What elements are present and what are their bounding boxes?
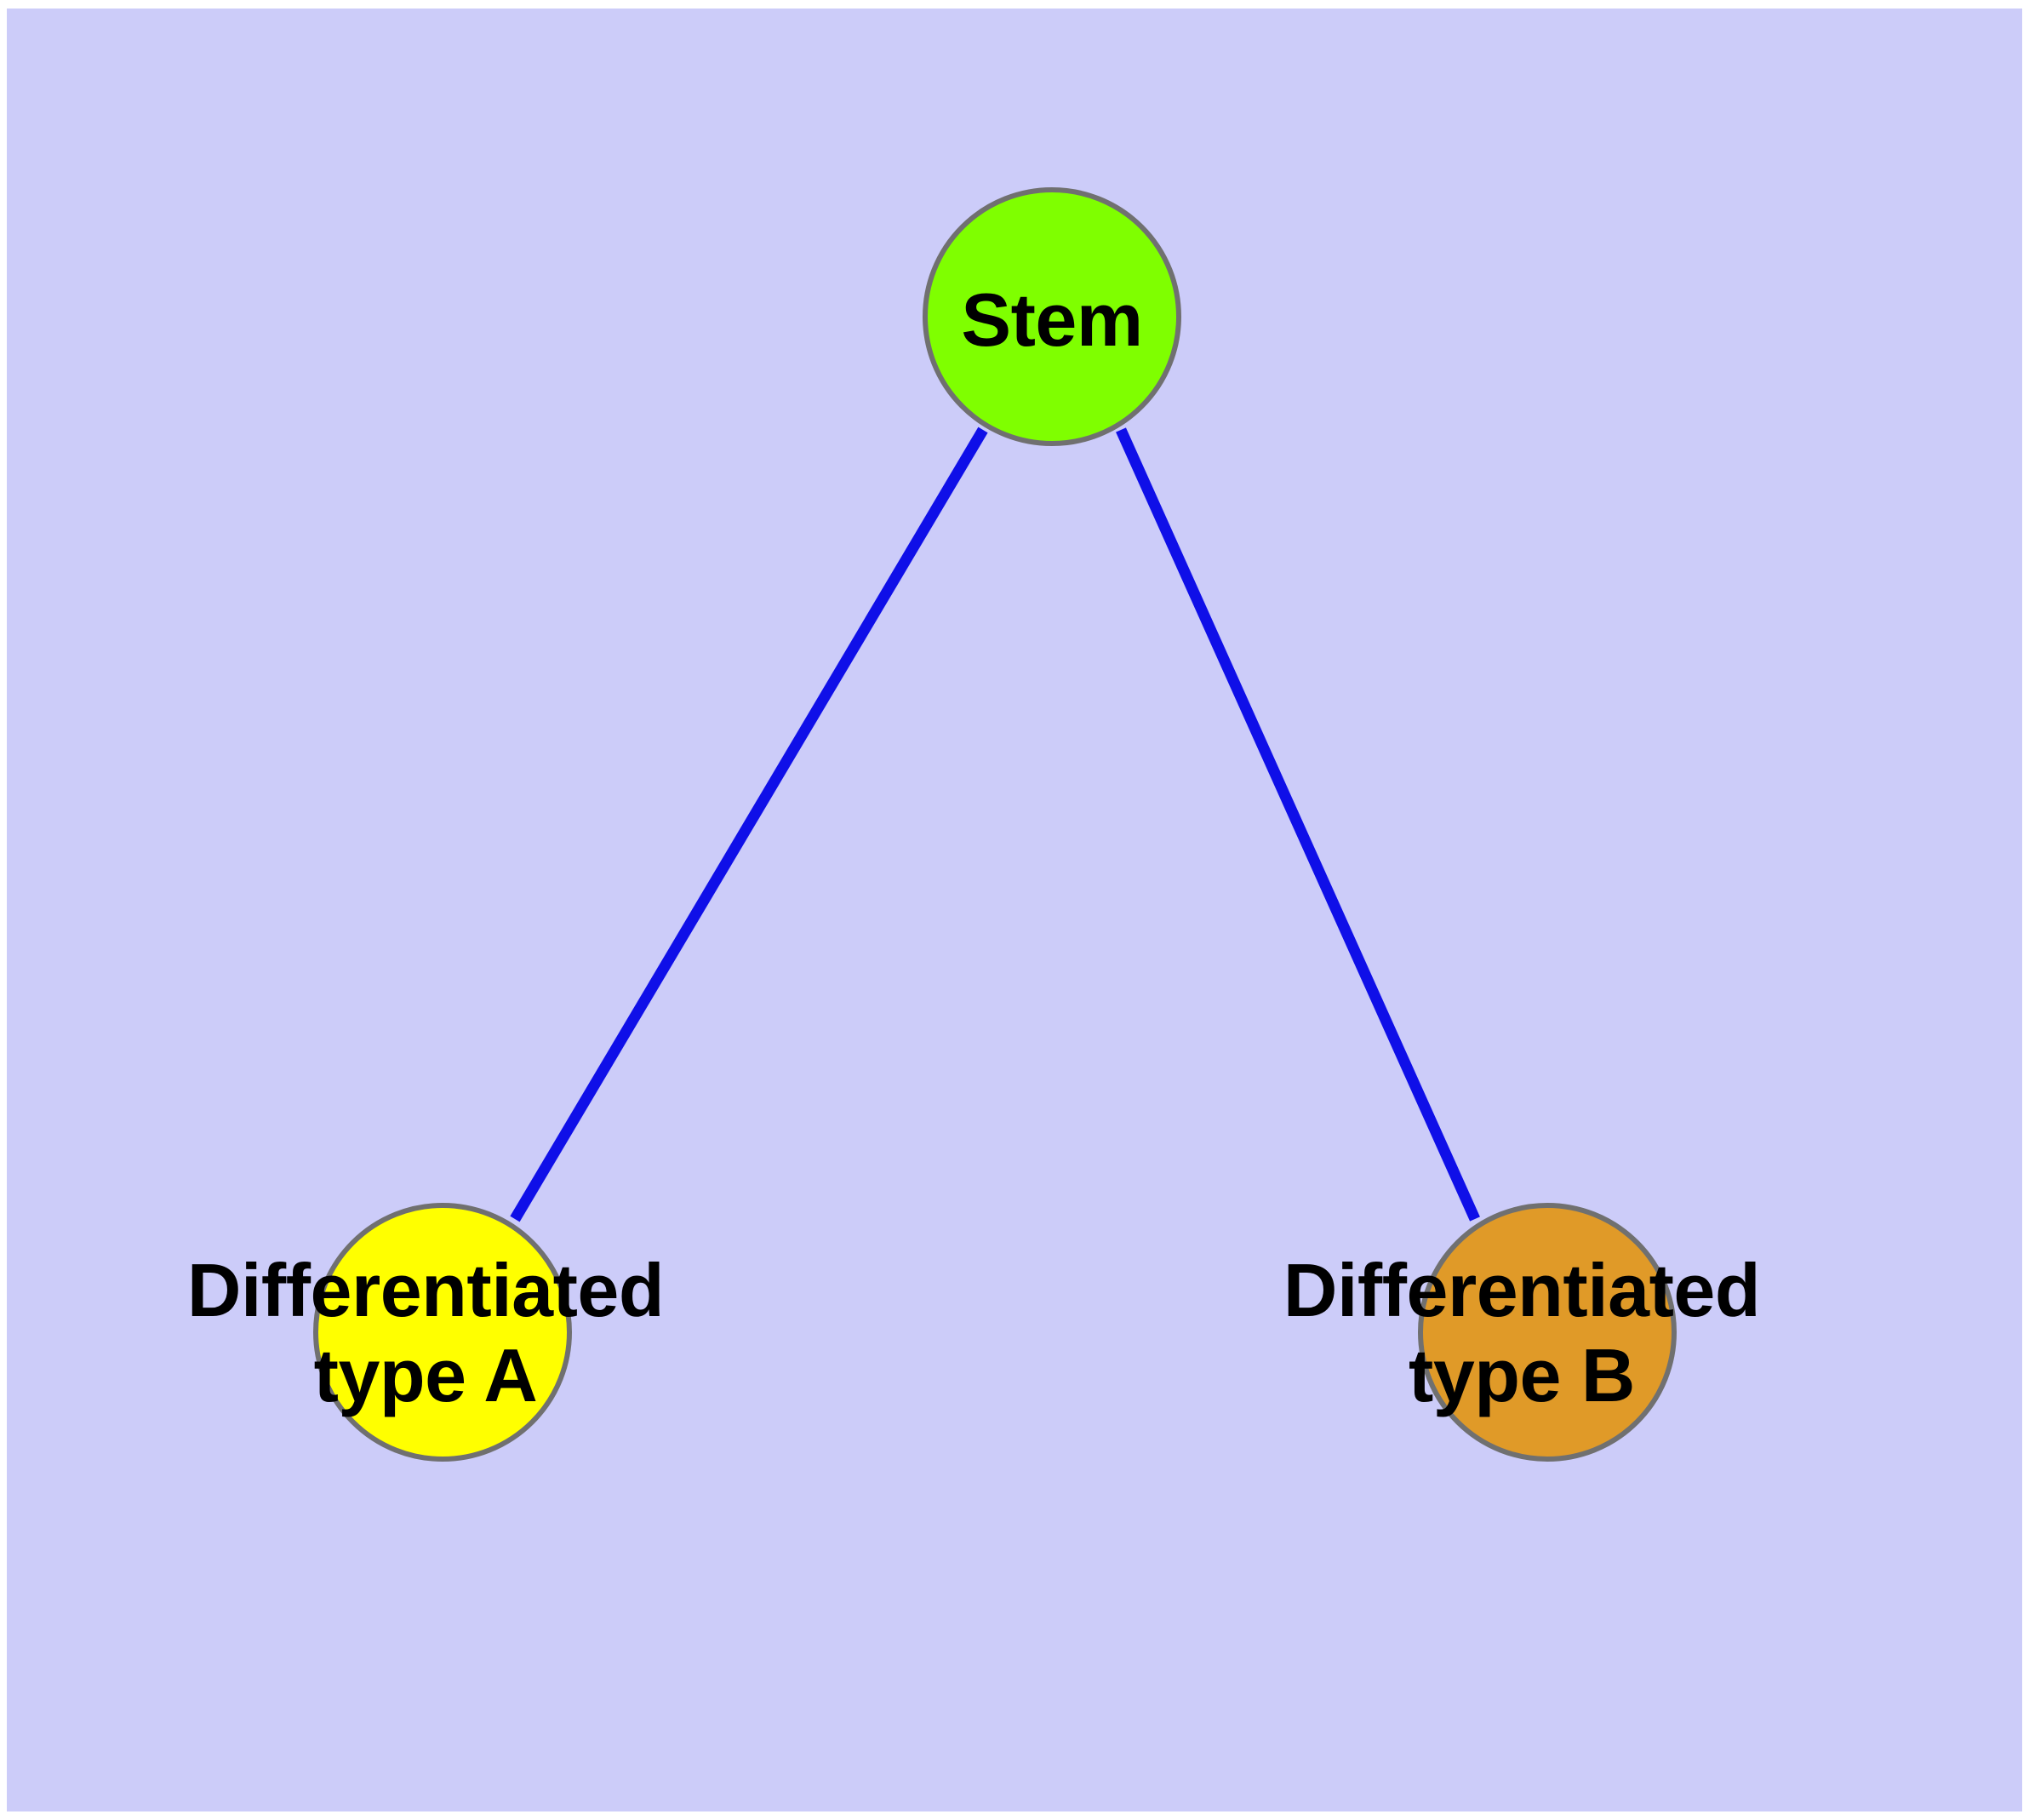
node-stem[interactable] [923, 187, 1181, 446]
node-layer [313, 187, 1677, 1462]
edge-stem-to-differentiated-type-a[interactable] [510, 426, 988, 1222]
node-differentiated-type-a[interactable] [313, 1203, 572, 1462]
node-differentiated-type-b[interactable] [1418, 1203, 1677, 1462]
edge-layer [510, 426, 1480, 1222]
edge-stem-to-differentiated-type-b[interactable] [1116, 427, 1480, 1222]
